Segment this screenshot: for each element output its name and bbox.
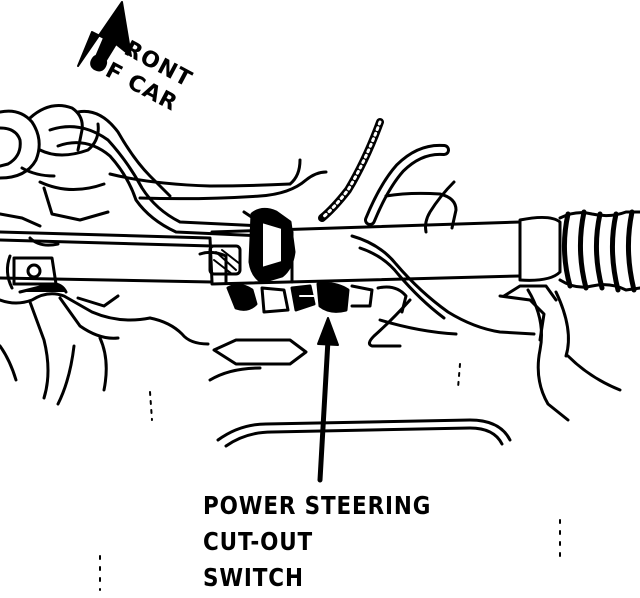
callout-line-1: POWER STEERING bbox=[203, 491, 432, 520]
return-line bbox=[350, 234, 558, 348]
pressure-hose bbox=[364, 143, 458, 234]
cut-out-switch-assembly bbox=[226, 282, 408, 314]
callout-line-3: SWITCH bbox=[203, 563, 304, 592]
brake-line-bundle bbox=[48, 109, 328, 238]
front-direction-arrow-icon bbox=[77, 1, 132, 71]
crossmember-slot bbox=[212, 338, 308, 366]
rack-clamp bbox=[242, 207, 296, 284]
right-frame bbox=[378, 288, 622, 422]
oil-pan bbox=[99, 363, 561, 591]
switch-callout-label: POWER STEERING CUT-OUT SWITCH bbox=[203, 488, 431, 596]
rack-boot bbox=[558, 209, 640, 293]
left-housing bbox=[0, 104, 110, 247]
callout-leader-arrow bbox=[317, 317, 339, 483]
callout-line-2: CUT-OUT bbox=[203, 527, 314, 556]
crossmember bbox=[0, 282, 210, 406]
wire-loom bbox=[318, 118, 384, 222]
